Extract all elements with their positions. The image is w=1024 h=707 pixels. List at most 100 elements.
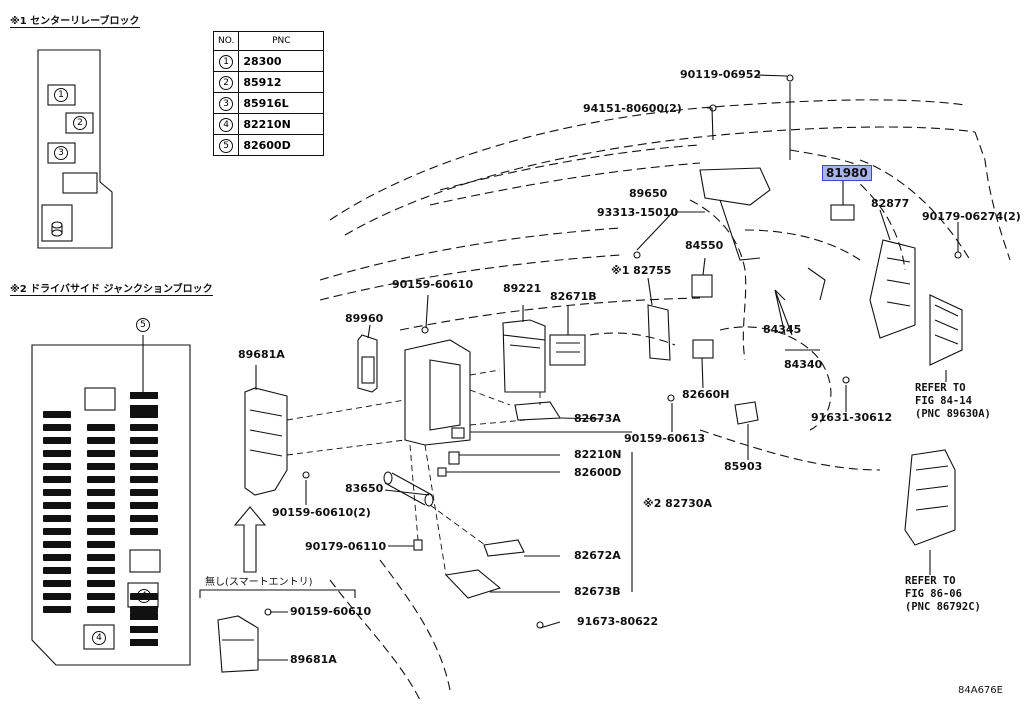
pnc-value: 28300 — [238, 50, 325, 72]
fuse-slot — [43, 502, 71, 509]
fuse-slot — [43, 580, 71, 587]
part-89221[interactable]: 89221 — [503, 282, 542, 295]
part-91673-80622[interactable]: 91673-80622 — [577, 615, 659, 628]
fuse-slot — [87, 606, 115, 613]
part-82671b[interactable]: 82671B — [550, 290, 597, 303]
fuse-slot — [43, 411, 71, 418]
fuse-slot — [43, 567, 71, 574]
part-82673a[interactable]: 82673A — [574, 412, 621, 425]
fuse-slot — [87, 437, 115, 444]
fuse-slot — [43, 606, 71, 613]
part-82730a[interactable]: ※2 82730A — [643, 497, 712, 510]
part-90179-06110[interactable]: 90179-06110 — [305, 540, 387, 553]
relay-slot-2: 2 — [73, 116, 87, 130]
junction-slot-4-left: 4 — [92, 631, 106, 645]
fuse-slot — [130, 450, 158, 457]
part-84340[interactable]: 84340 — [784, 358, 823, 371]
fuse-slot — [130, 489, 158, 496]
header-no: NO. — [212, 31, 240, 51]
row-number: 2 — [219, 75, 234, 90]
fuse-slot — [130, 463, 158, 470]
pnc-row: 5 82600D — [212, 134, 325, 156]
fuse-slot — [87, 554, 115, 561]
fuse-slot — [87, 593, 115, 600]
fuse-slot — [43, 463, 71, 470]
pnc-row: 4 82210N — [212, 113, 325, 135]
fuse-slot — [43, 593, 71, 600]
part-89681a-lower[interactable]: 89681A — [290, 653, 337, 666]
fuse-slot — [43, 541, 71, 548]
fuse-slot — [130, 528, 158, 535]
part-90119-06952[interactable]: 90119-06952 — [680, 68, 762, 81]
part-82600d[interactable]: 82600D — [574, 466, 622, 479]
pnc-value: 82600D — [238, 134, 325, 156]
row-number: 3 — [219, 96, 234, 111]
part-90159-60610-d[interactable]: 90159-60610 — [290, 605, 372, 618]
pnc-value: 85912 — [238, 71, 325, 93]
fuse-slot — [130, 476, 158, 483]
pnc-value: 82210N — [238, 113, 325, 135]
fuse-slot — [43, 476, 71, 483]
center-relay-block-title: ※1 センターリレーブロック — [10, 12, 140, 28]
fuse-slot — [43, 528, 71, 535]
header-pnc: PNC — [238, 31, 325, 51]
part-82673b[interactable]: 82673B — [574, 585, 621, 598]
fuse-slot — [130, 405, 158, 412]
fuse-slot — [87, 502, 115, 509]
fuse-slot — [87, 476, 115, 483]
fuse-slot — [87, 463, 115, 470]
part-91631-30612[interactable]: 91631-30612 — [811, 411, 893, 424]
relay-slot-1: 1 — [54, 88, 68, 102]
fuse-slot — [130, 411, 158, 418]
junction-callout-5: 5 — [136, 318, 150, 332]
part-82210n[interactable]: 82210N — [574, 448, 622, 461]
pnc-row: 2 85912 — [212, 71, 325, 93]
relay-slot-3: 3 — [54, 146, 68, 160]
part-90159-60610-a[interactable]: 90159-60610 — [392, 278, 474, 291]
fuse-slot — [130, 626, 158, 633]
fuse-slot — [87, 489, 115, 496]
junction-block-title: ※2 ドライバサイド ジャンクションブロック — [10, 280, 213, 296]
part-89960[interactable]: 89960 — [345, 312, 384, 325]
part-89650[interactable]: 89650 — [629, 187, 668, 200]
fuse-slot — [87, 541, 115, 548]
part-82755[interactable]: ※1 82755 — [611, 264, 672, 277]
part-83650[interactable]: 83650 — [345, 482, 384, 495]
part-93313-15010[interactable]: 93313-15010 — [597, 206, 679, 219]
fuse-slot — [43, 437, 71, 444]
part-90159-60613[interactable]: 90159-60613 — [624, 432, 706, 445]
part-90159-60610-2[interactable]: 90159-60610(2) — [272, 506, 371, 519]
fuse-slot — [130, 392, 158, 399]
reference-89630a: REFER TO FIG 84-14 (PNC 89630A) — [915, 382, 991, 420]
row-number: 5 — [219, 138, 234, 153]
reference-86792c: REFER TO FIG 86-06 (PNC 86792C) — [905, 575, 981, 613]
part-82660h[interactable]: 82660H — [682, 388, 730, 401]
fuse-slot — [87, 567, 115, 574]
without-smart-entry-note: 無し(スマートエントリ) — [205, 577, 313, 588]
fuse-slot — [43, 450, 71, 457]
part-81980-highlighted[interactable]: 81980 — [822, 165, 872, 181]
part-89681a[interactable]: 89681A — [238, 348, 285, 361]
row-number: 4 — [219, 117, 234, 132]
fuse-slot — [87, 528, 115, 535]
part-85903[interactable]: 85903 — [724, 460, 763, 473]
fuse-slot — [130, 613, 158, 620]
row-number: 1 — [219, 54, 234, 69]
fuse-slot — [130, 606, 158, 613]
fuse-slot — [130, 515, 158, 522]
part-82672a[interactable]: 82672A — [574, 549, 621, 562]
fuse-slot — [87, 515, 115, 522]
fuse-slot — [130, 424, 158, 431]
part-82877[interactable]: 82877 — [871, 197, 910, 210]
fuse-slot — [43, 554, 71, 561]
part-90179-06274[interactable]: 90179-06274(2) — [922, 210, 1021, 223]
part-94151-80600[interactable]: 94151-80600(2) — [583, 102, 682, 115]
part-84345[interactable]: 84345 — [763, 323, 802, 336]
fuse-slot — [43, 515, 71, 522]
fuse-slot — [130, 593, 158, 600]
fuse-slot — [87, 580, 115, 587]
part-84550[interactable]: 84550 — [685, 239, 724, 252]
